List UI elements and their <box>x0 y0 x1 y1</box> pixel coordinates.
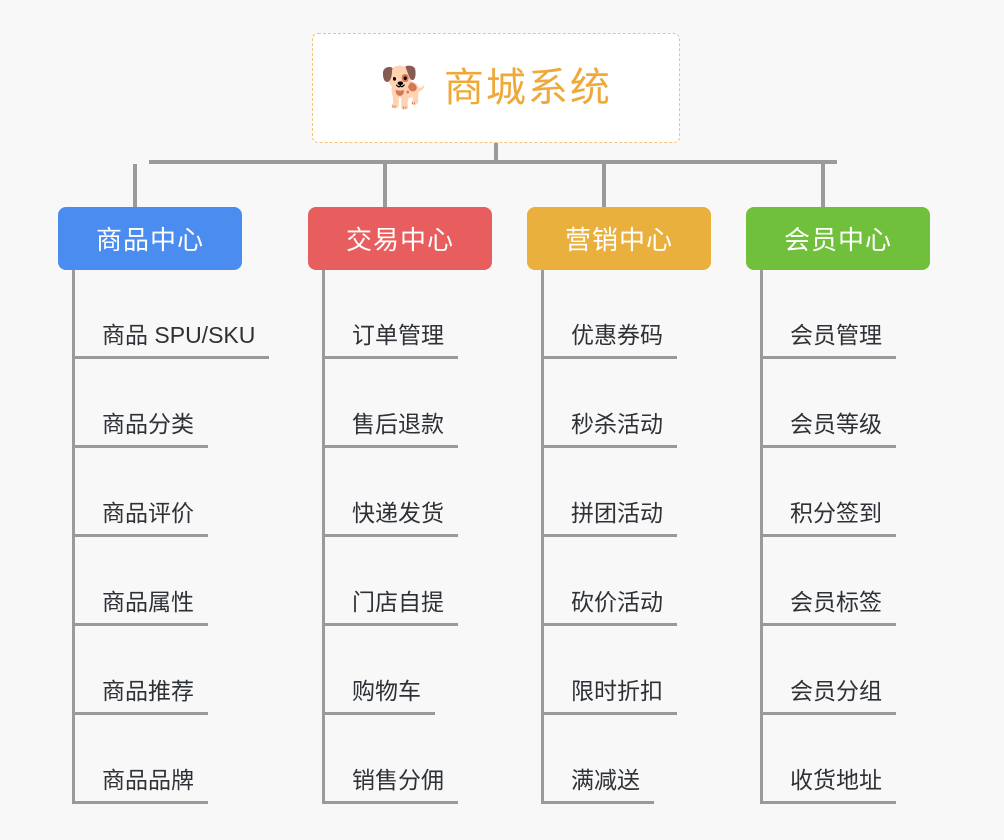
leaf-item[interactable]: 收货地址 <box>760 715 896 804</box>
leaf-item-label: 收货地址 <box>760 767 896 804</box>
root-stem-connector <box>494 143 498 164</box>
leaf-list: 会员管理会员等级积分签到会员标签会员分组收货地址 <box>760 270 896 804</box>
leaf-item-label: 商品品牌 <box>72 767 208 804</box>
leaf-item[interactable]: 购物车 <box>322 626 458 715</box>
leaf-item-label: 限时折扣 <box>541 678 677 715</box>
leaf-item-label: 售后退款 <box>322 411 458 448</box>
leaf-item-label: 优惠券码 <box>541 322 677 359</box>
root-node-title: 商城系统 <box>443 66 612 110</box>
leaf-item-label: 商品分类 <box>72 411 208 448</box>
leaf-item[interactable]: 订单管理 <box>322 270 458 359</box>
branch-header-3[interactable]: 会员中心 <box>746 207 930 270</box>
leaf-item-label: 会员标签 <box>760 589 896 626</box>
leaf-item[interactable]: 商品品牌 <box>72 715 269 804</box>
branch-stub-connector <box>383 164 387 207</box>
branch-stub-connector <box>821 164 825 207</box>
leaf-item-label: 积分签到 <box>760 500 896 537</box>
leaf-item[interactable]: 商品 SPU/SKU <box>72 270 270 359</box>
leaf-item[interactable]: 商品评价 <box>72 448 269 537</box>
leaf-item-label: 商品推荐 <box>72 678 208 715</box>
branch-stub-connector <box>602 164 606 207</box>
leaf-item-label: 订单管理 <box>322 322 458 359</box>
leaf-item[interactable]: 砍价活动 <box>541 537 677 626</box>
leaf-list: 商品 SPU/SKU 商品分类商品评价商品属性商品推荐商品品牌 <box>72 270 270 804</box>
shiba-dog-icon: 🐕 <box>380 66 430 110</box>
leaf-item-label: 拼团活动 <box>541 500 677 537</box>
leaf-item-label: 砍价活动 <box>541 589 677 626</box>
branch-header-2[interactable]: 营销中心 <box>527 207 711 270</box>
leaf-item[interactable]: 会员分组 <box>760 626 896 715</box>
leaf-item[interactable]: 限时折扣 <box>541 626 677 715</box>
leaf-item[interactable]: 拼团活动 <box>541 448 677 537</box>
leaf-item[interactable]: 秒杀活动 <box>541 359 677 448</box>
branch-spine-connector <box>541 270 544 804</box>
leaf-item-label: 会员等级 <box>760 411 896 448</box>
branch-stub-connector <box>133 164 137 207</box>
leaf-item[interactable]: 快递发货 <box>322 448 458 537</box>
leaf-item-label: 购物车 <box>322 678 435 715</box>
branch-header-0[interactable]: 商品中心 <box>58 207 242 270</box>
leaf-item[interactable]: 会员管理 <box>760 270 896 359</box>
branch-bus-connector <box>149 160 837 164</box>
leaf-item-label: 满减送 <box>541 767 654 804</box>
leaf-item[interactable]: 优惠券码 <box>541 270 677 359</box>
root-node[interactable]: 🐕 商城系统 <box>312 33 680 143</box>
leaf-item-label: 快递发货 <box>322 500 458 537</box>
leaf-item-label: 会员分组 <box>760 678 896 715</box>
leaf-item[interactable]: 会员等级 <box>760 359 896 448</box>
branch-spine-connector <box>760 270 763 804</box>
leaf-item[interactable]: 会员标签 <box>760 537 896 626</box>
leaf-item[interactable]: 商品属性 <box>72 537 269 626</box>
leaf-item[interactable]: 售后退款 <box>322 359 458 448</box>
branch-header-1[interactable]: 交易中心 <box>308 207 492 270</box>
leaf-item[interactable]: 商品分类 <box>72 359 269 448</box>
branch-spine-connector <box>72 270 75 804</box>
branch-spine-connector <box>322 270 325 804</box>
leaf-list: 优惠券码秒杀活动拼团活动砍价活动限时折扣满减送 <box>541 270 677 804</box>
leaf-item[interactable]: 商品推荐 <box>72 626 269 715</box>
leaf-item-label: 商品 SPU/SKU <box>72 322 270 359</box>
leaf-item[interactable]: 门店自提 <box>322 537 458 626</box>
leaf-item-label: 销售分佣 <box>322 767 458 804</box>
leaf-item-label: 秒杀活动 <box>541 411 677 448</box>
leaf-item-label: 商品评价 <box>72 500 208 537</box>
leaf-item-label: 门店自提 <box>322 589 458 626</box>
leaf-item-label: 会员管理 <box>760 322 896 359</box>
leaf-item-label: 商品属性 <box>72 589 208 626</box>
leaf-list: 订单管理售后退款快递发货门店自提购物车销售分佣 <box>322 270 458 804</box>
leaf-item[interactable]: 销售分佣 <box>322 715 458 804</box>
leaf-item[interactable]: 积分签到 <box>760 448 896 537</box>
leaf-item[interactable]: 满减送 <box>541 715 677 804</box>
